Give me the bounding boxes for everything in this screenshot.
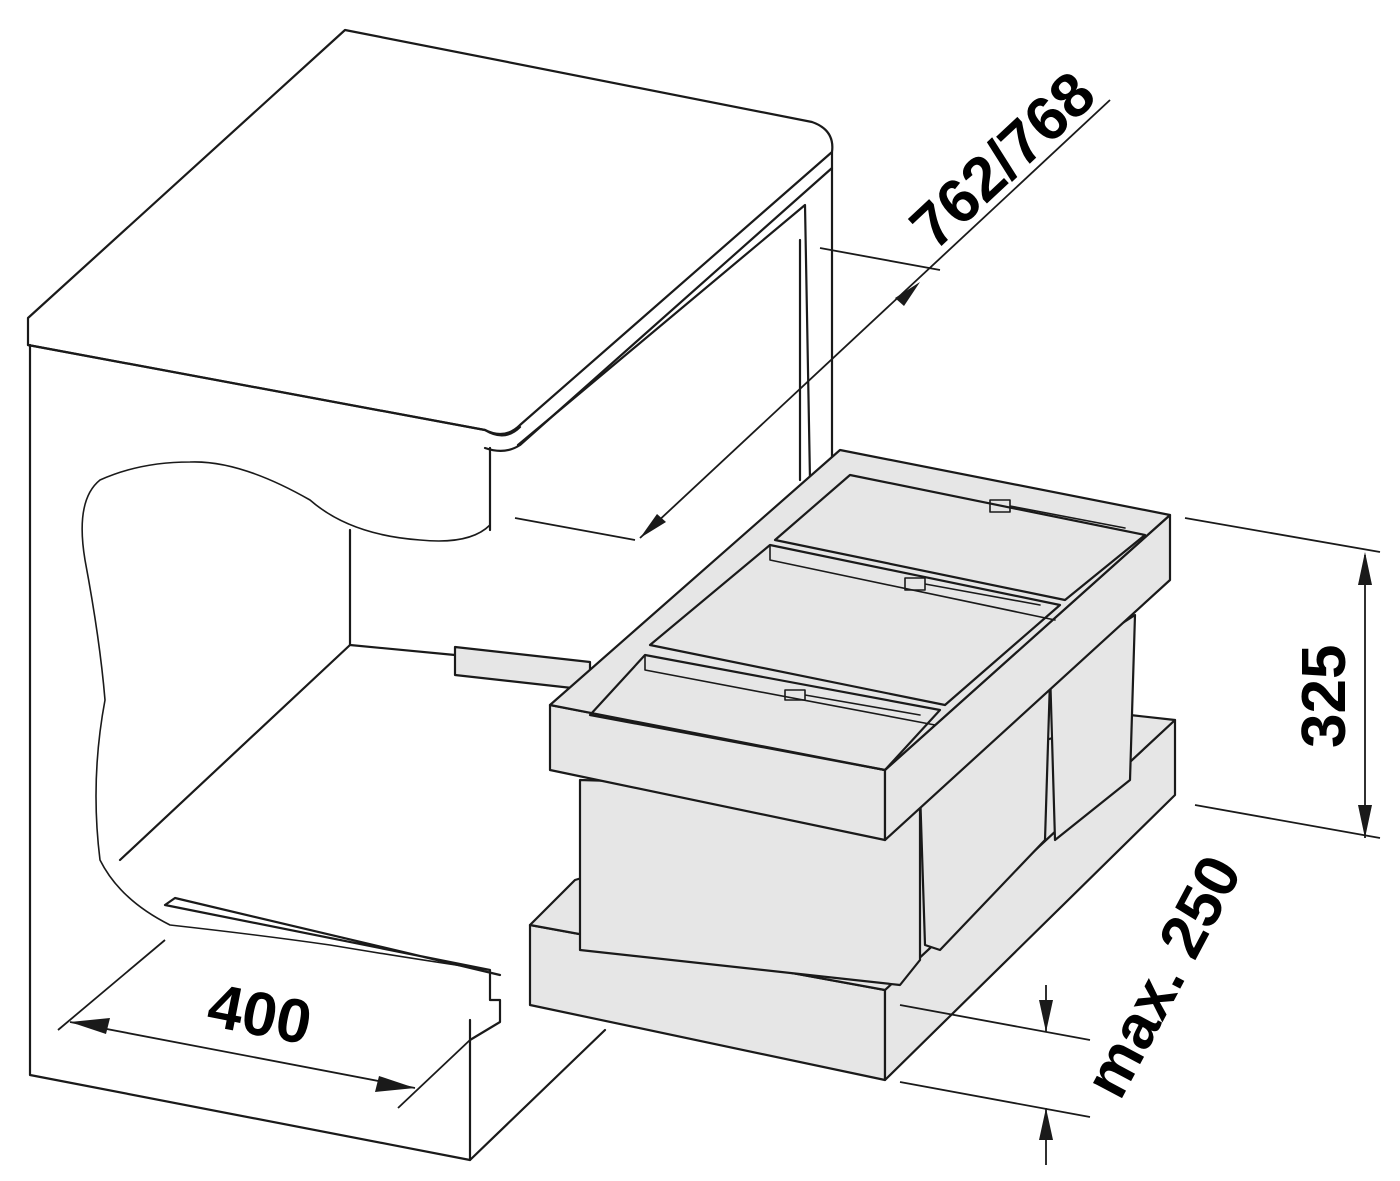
depth-label: 762/768	[897, 59, 1108, 262]
width-label: 400	[202, 971, 317, 1058]
countertop-front-edge	[26, 150, 834, 452]
dimension-depth: 762/768	[514, 59, 1111, 541]
min-height-arrow-top	[1039, 1000, 1053, 1032]
handle-2	[904, 577, 1041, 606]
pullout-unit	[453, 448, 1177, 1082]
height-arrow-bottom	[1358, 805, 1372, 838]
compartment-2	[648, 543, 1062, 707]
handle-1	[784, 689, 921, 716]
cabinet	[26, 28, 834, 1162]
dimension-height: 325	[1184, 517, 1381, 839]
min-height-arrow-bottom	[1039, 1108, 1053, 1140]
cabinet-inner-floor	[118, 643, 607, 1162]
height-arrow-top	[1358, 552, 1372, 585]
countertop-top	[26, 28, 834, 436]
height-label: 325	[1290, 645, 1359, 748]
compartment-3	[773, 473, 1147, 602]
depth-arrow-top	[895, 282, 920, 306]
slide-rail	[453, 645, 592, 692]
width-arrow-left	[70, 1018, 110, 1034]
compartment-1	[588, 653, 942, 772]
min-height-label: max. 250	[1071, 845, 1255, 1109]
width-arrow-right	[375, 1076, 415, 1092]
depth-arrow-bottom	[640, 514, 666, 538]
divider-1	[644, 544, 1056, 726]
dimension-width: 400	[57, 939, 471, 1109]
cabinet-left-wall	[28, 343, 472, 1162]
handle-3	[989, 499, 1126, 529]
cutaway-edge	[81, 461, 491, 971]
cabinet-inner-panel	[488, 166, 834, 532]
